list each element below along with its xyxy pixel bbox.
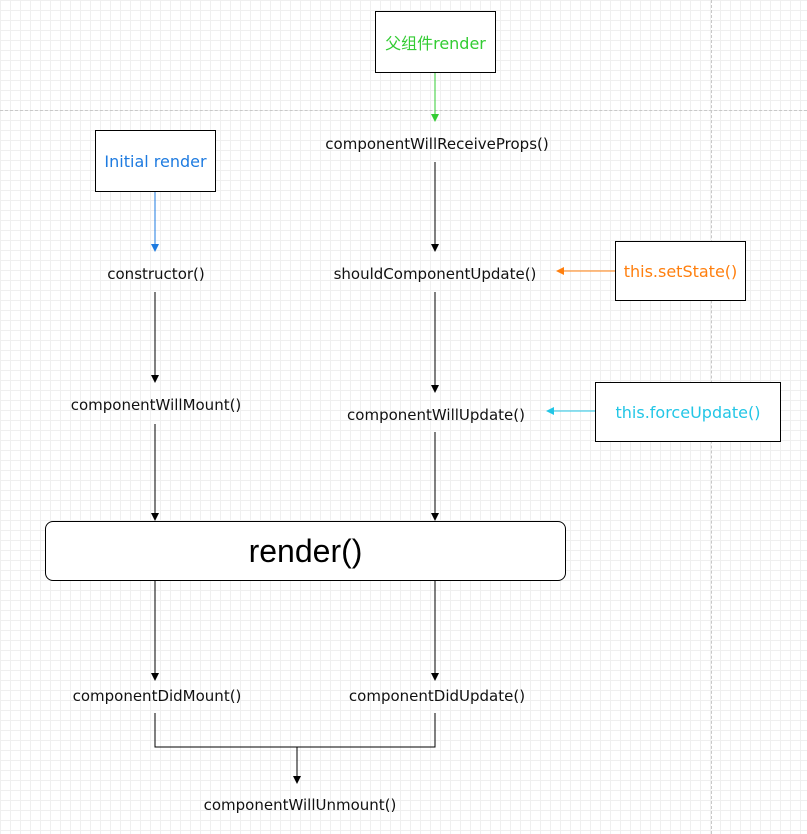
force-update-box: this.forceUpdate() <box>595 382 781 442</box>
initial-render-box: Initial render <box>95 130 216 192</box>
render-box: render() <box>45 521 566 581</box>
parent-render-box: 父组件render <box>375 11 496 73</box>
connector-did-mount-did-update <box>154 713 436 748</box>
should-component-update-label: shouldComponentUpdate() <box>333 265 537 283</box>
component-will-receive-props-label: componentWillReceiveProps() <box>325 135 549 153</box>
component-did-mount-label: componentDidMount() <box>72 687 242 705</box>
component-will-update-label: componentWillUpdate() <box>347 406 525 424</box>
component-will-mount-label: componentWillMount() <box>70 396 242 414</box>
guide-line-horizontal <box>0 110 807 111</box>
constructor-label: constructor() <box>107 265 205 283</box>
component-did-update-label: componentDidUpdate() <box>348 687 526 705</box>
component-will-unmount-label: componentWillUnmount() <box>203 796 397 814</box>
set-state-box: this.setState() <box>615 241 746 301</box>
